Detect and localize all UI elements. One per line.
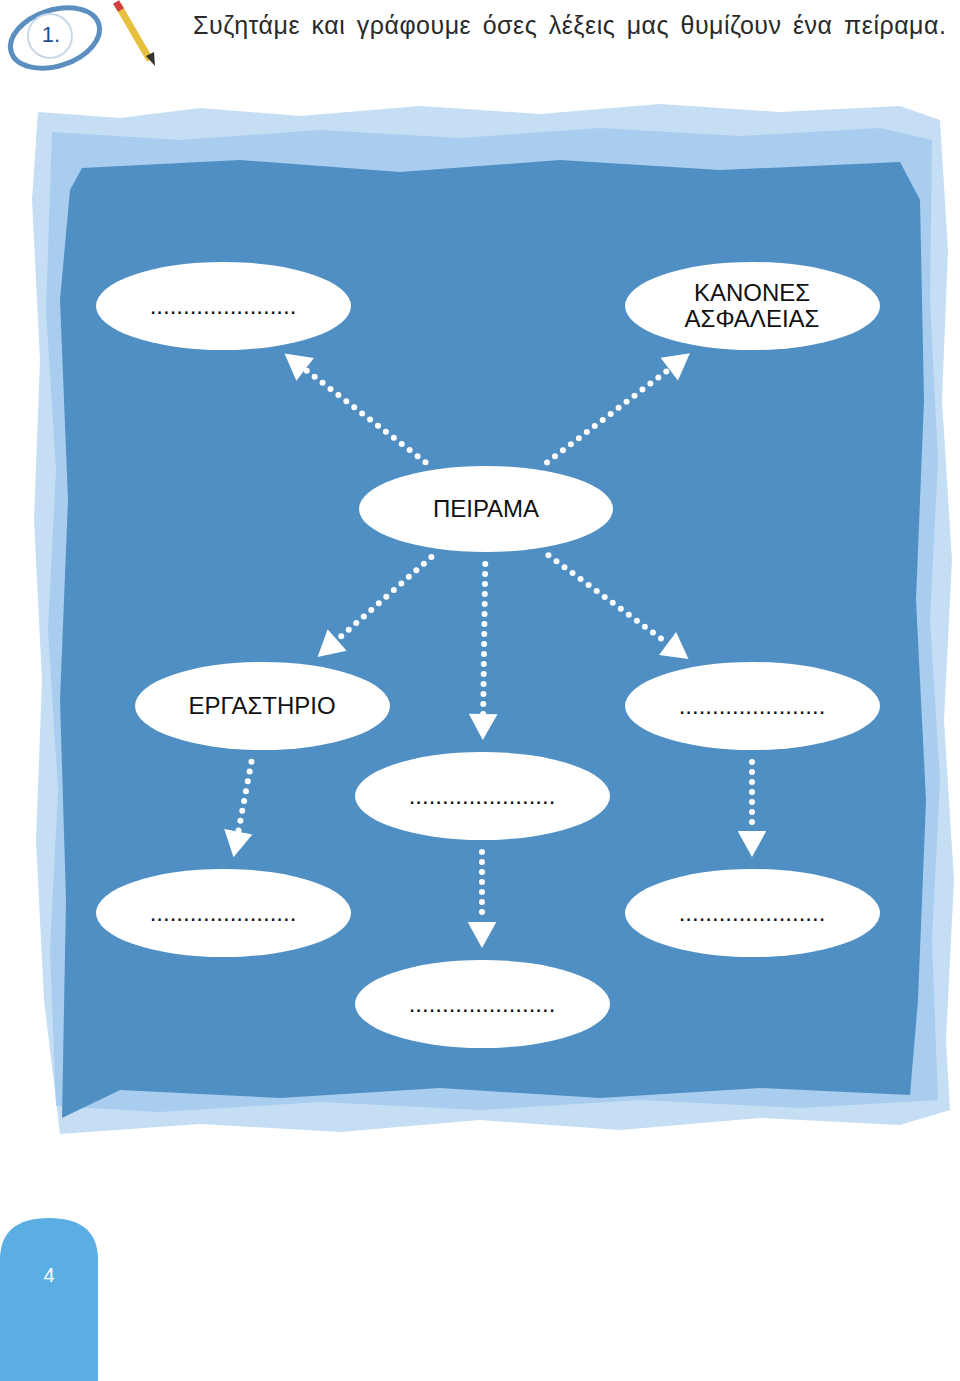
node-label: ...................... xyxy=(150,293,297,319)
arrow-head xyxy=(468,922,497,948)
dotted-line xyxy=(337,557,431,640)
frame-outer xyxy=(32,104,954,1134)
arrow-head xyxy=(318,629,347,657)
node-label: ...................... xyxy=(150,900,297,926)
arrow-head xyxy=(738,831,767,857)
dotted-arrow xyxy=(469,564,498,740)
node-label: ...................... xyxy=(679,900,826,926)
dotted-line xyxy=(305,369,425,462)
oval-node: ΕΡΓΑΣΤΗΡΙΟ xyxy=(135,662,390,750)
dotted-line xyxy=(238,762,251,832)
node-text-box: ...................... xyxy=(625,662,880,750)
dotted-line xyxy=(548,555,667,643)
node-text-box: ΠΕΙΡΑΜΑ xyxy=(359,466,613,552)
dotted-arrow xyxy=(468,852,497,948)
node-text-box: ΕΡΓΑΣΤΗΡΙΟ xyxy=(135,662,390,750)
oval-node: ...................... xyxy=(355,960,610,1048)
number-icon xyxy=(3,0,155,79)
node-label: ΕΡΓΑΣΤΗΡΙΟ xyxy=(188,693,335,719)
arrow-head xyxy=(661,353,690,380)
callout-number: 1. xyxy=(38,22,64,48)
arrow-head xyxy=(285,354,314,381)
oval-node: ΚΑΝΟΝΕΣ ΑΣΦΑΛΕΙΑΣ xyxy=(625,262,880,350)
dotted-line xyxy=(483,564,485,714)
node-label: ΠΕΙΡΑΜΑ xyxy=(433,496,539,522)
dotted-line xyxy=(479,852,485,922)
node-text-box: ...................... xyxy=(96,869,351,957)
node-text-box: ...................... xyxy=(625,869,880,957)
oval-node: ...................... xyxy=(355,752,610,840)
arrow-head xyxy=(659,632,688,659)
oval-node: ΠΕΙΡΑΜΑ xyxy=(359,466,613,552)
dotted-line xyxy=(749,762,755,831)
oval-node: ...................... xyxy=(96,869,351,957)
node-text-box: ΚΑΝΟΝΕΣ ΑΣΦΑΛΕΙΑΣ xyxy=(625,262,880,350)
node-label: ...................... xyxy=(409,991,556,1017)
dotted-arrow xyxy=(285,354,426,463)
dotted-arrow xyxy=(548,555,688,659)
arrow-head xyxy=(224,829,252,857)
dotted-arrow xyxy=(738,762,767,857)
heading: Συζητάμε και γράφουμε όσες λέξεις μας θυ… xyxy=(193,10,955,41)
oval-node: ...................... xyxy=(96,262,351,350)
node-text-box: ...................... xyxy=(355,960,610,1048)
node-label: ...................... xyxy=(409,783,556,809)
dotted-arrow xyxy=(224,762,252,858)
blue-panel xyxy=(60,160,926,1118)
page-tab xyxy=(0,1218,98,1381)
dotted-arrow xyxy=(547,353,690,462)
node-text-box: ...................... xyxy=(355,752,610,840)
dotted-arrow xyxy=(318,557,432,657)
node-label: ΚΑΝΟΝΕΣ ΑΣΦΑΛΕΙΑΣ xyxy=(660,280,844,333)
oval-node: ...................... xyxy=(625,869,880,957)
node-label: ...................... xyxy=(679,693,826,719)
dotted-line xyxy=(547,369,669,462)
oval-node: ...................... xyxy=(625,662,880,750)
arrow-head xyxy=(469,714,498,740)
page-number: 4 xyxy=(34,1264,64,1287)
node-text-box: ...................... xyxy=(96,262,351,350)
